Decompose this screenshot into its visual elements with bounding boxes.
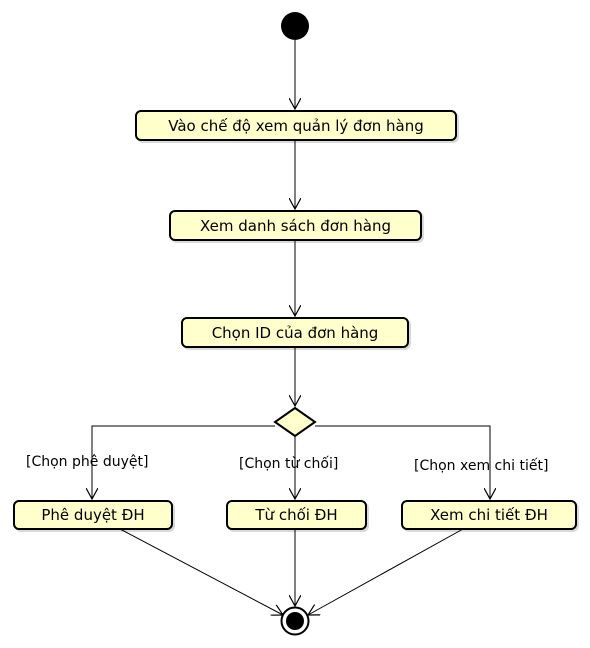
action-select-order-id: Chọn ID của đơn hàng — [181, 317, 409, 348]
action-approve-order: Phê duyệt ĐH — [13, 500, 173, 530]
action-view-order-list: Xem danh sách đơn hàng — [169, 210, 422, 241]
decision-node — [273, 406, 317, 438]
guard-approve: [Chọn phê duyệt] — [26, 454, 149, 470]
flow-detail-to-end — [308, 528, 464, 615]
final-node-core — [286, 612, 304, 630]
flow-decision-to-approve — [92, 425, 275, 499]
flow-approve-to-end — [119, 528, 283, 615]
flow-decision-to-detail — [315, 425, 490, 499]
initial-node — [281, 12, 309, 40]
guard-reject: [Chọn từ chối] — [239, 456, 339, 472]
action-enter-management-mode: Vào chế độ xem quản lý đơn hàng — [135, 110, 457, 141]
action-reject-order: Từ chối ĐH — [226, 500, 367, 530]
action-view-order-detail: Xem chi tiết ĐH — [401, 500, 577, 530]
guard-view-detail: [Chọn xem chi tiết] — [414, 458, 549, 474]
